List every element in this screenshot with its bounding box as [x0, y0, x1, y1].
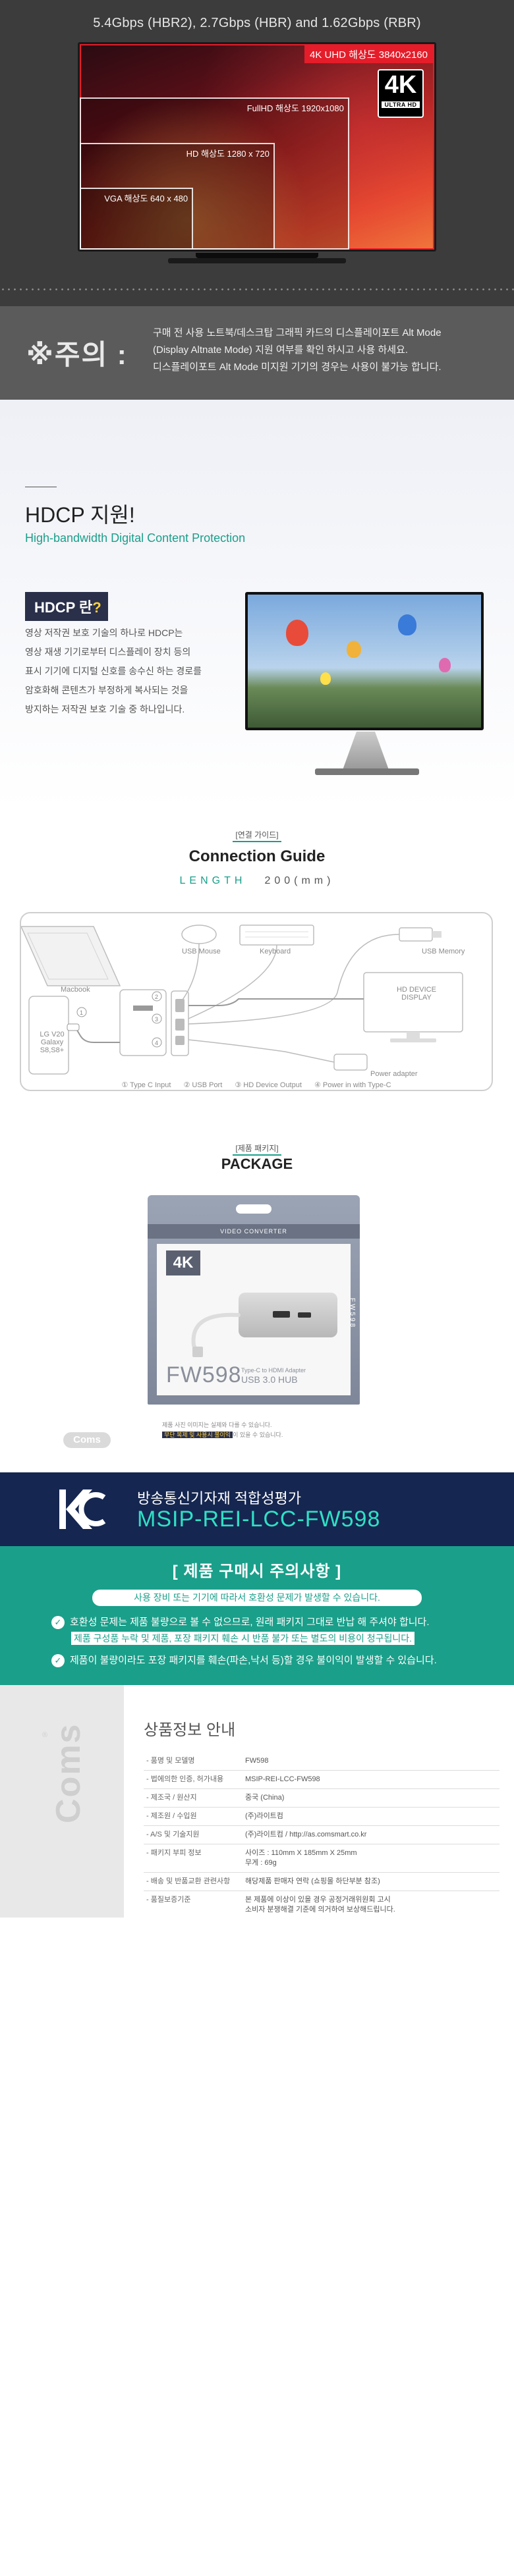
check-icon: ✓ — [51, 1654, 65, 1668]
svg-text:2: 2 — [155, 994, 158, 1000]
box-window: 4K FW598 Type-C to HDMI Adapter USB 3.0 … — [157, 1244, 351, 1395]
brand-tm: ® — [42, 1731, 48, 1739]
monitor-foot — [315, 768, 419, 775]
kc-certification-section: 방송통신기자재 적합성평가 MSIP-REI-LCC-FW598 — [0, 1472, 514, 1546]
box-4k-badge: 4K — [166, 1250, 200, 1275]
brand-vertical-logo: Coms — [49, 1723, 88, 1823]
box-model-name: FW598 — [166, 1362, 242, 1387]
hang-hole — [236, 1204, 271, 1214]
kc-mark-icon — [59, 1489, 106, 1529]
monitor-neck — [343, 732, 389, 770]
connection-illustration: 1 2 3 4 — [20, 925, 463, 1075]
balloon-shape — [398, 614, 416, 635]
purchase-notice-section: [ 제품 구매시 주의사항 ] 사용 장비 또는 기기에 따라서 호환성 문제가… — [0, 1546, 514, 1685]
box-subtitle: Type-C to HDMI Adapter — [241, 1367, 306, 1374]
label-vga: VGA 해상도 640 x 480 — [104, 194, 188, 204]
coms-logo: Coms — [63, 1432, 111, 1448]
hdcp-section: HDCP 지원! High-bandwidth Digital Content … — [0, 400, 514, 809]
label-phone: LG V20 Galaxy S8,S8+ — [40, 1031, 65, 1054]
hdcp-question-badge: HDCP 란? — [25, 592, 108, 621]
balloon-shape — [347, 641, 361, 658]
hub-device — [239, 1293, 337, 1337]
bandwidth-heading: 5.4Gbps (HBR2), 2.7Gbps (HBR) and 1.62Gb… — [93, 16, 421, 30]
resolution-section: 5.4Gbps (HBR2), 2.7Gbps (HBR) and 1.62Gb… — [0, 0, 514, 306]
box-header: VIDEO CONVERTER — [148, 1224, 360, 1239]
label-4k: 4K UHD 해상도 3840x2160 — [304, 45, 433, 63]
dotted-divider — [0, 288, 514, 290]
package-tag: [제품 패키지] — [0, 1142, 514, 1156]
hub-cable — [191, 1312, 241, 1357]
caution-text: 구매 전 사용 노트북/데스크탑 그래픽 카드의 디스플레이포트 Alt Mod… — [153, 327, 442, 373]
connection-title: Connection Guide — [188, 847, 326, 865]
connection-diagram: 1 2 3 4 USB Mouse Keyboard USB Memory Ma… — [20, 912, 493, 1091]
compat-notice-pill: 사용 장비 또는 기기에 따라서 호환성 문제가 발생할 수 있습니다. — [92, 1590, 422, 1606]
4k-ultra-hd-badge: 4K ULTRA HD — [378, 69, 424, 118]
label-usb-memory: USB Memory — [422, 948, 465, 955]
box-subtitle-2: USB 3.0 HUB — [241, 1374, 298, 1385]
label-keyboard: Keyboard — [260, 948, 291, 955]
caution-title: ※주의 : — [26, 339, 128, 370]
zone-hd: HD 해상도 1280 x 720 — [80, 142, 275, 250]
kc-title: 방송통신기자재 적합성평가 — [137, 1490, 301, 1507]
notice-row-1b: 제품 구성품 누락 및 제품, 포장 패키지 훼손 시 반품 불가 또는 별도의… — [71, 1632, 415, 1645]
hdcp-subtitle: High-bandwidth Digital Content Protectio… — [25, 531, 246, 545]
label-display: HD DEVICE DISPLAY — [397, 986, 436, 1002]
notice-row-2: ✓제품이 불량이라도 포장 패키지를 훼손(파손,낙서 등)할 경우 불이익이 … — [51, 1653, 437, 1668]
connection-legend: ① Type C Input ② USB Port ③ HD Device Ou… — [121, 1081, 391, 1089]
table-row: - A/S 및 기술지원(주)라이트컴 / http://as.comsmart… — [144, 1825, 500, 1844]
balloon-shape — [286, 620, 308, 646]
kc-cert-number: MSIP-REI-LCC-FW598 — [137, 1507, 381, 1532]
label-hd: HD 해상도 1280 x 720 — [186, 148, 270, 159]
info-title: 상품정보 안내 — [144, 1721, 236, 1739]
label-usb-mouse: USB Mouse — [182, 948, 221, 955]
hdcp-description: 영상 저작권 보호 기술의 하나로 HDCP는 영상 재생 기기로부터 디스플레… — [25, 628, 202, 714]
svg-text:3: 3 — [155, 1016, 158, 1023]
caution-section: ※주의 : 구매 전 사용 노트북/데스크탑 그래픽 카드의 디스플레이포트 A… — [0, 306, 514, 400]
label-fhd: FullHD 해상도 1920x1080 — [246, 103, 344, 114]
package-title: PACKAGE — [221, 1156, 293, 1172]
monitor-image — [245, 592, 484, 730]
box-side-text: FW598 — [349, 1298, 356, 1329]
balloon-shape — [320, 672, 331, 685]
notice-title: [ 제품 구매시 주의사항 ] — [172, 1563, 342, 1580]
label-power-adapter: Power adapter — [370, 1070, 418, 1078]
resolution-monitor: 4K UHD 해상도 3840x2160 FullHD 해상도 1920x108… — [78, 42, 436, 252]
svg-text:4: 4 — [155, 1040, 158, 1046]
hdcp-title: HDCP 지원! — [25, 503, 135, 527]
package-section: [제품 패키지] PACKAGE VIDEO CONVERTER 4K FW59… — [0, 1116, 514, 1472]
svg-text:1: 1 — [80, 1009, 83, 1016]
table-row: - 제조원 / 수입원(주)라이트컴 — [144, 1807, 500, 1826]
balloon-shape — [439, 658, 451, 672]
check-icon: ✓ — [51, 1616, 65, 1630]
product-box: VIDEO CONVERTER 4K FW598 Type-C to HDMI … — [148, 1195, 360, 1405]
monitor-stand — [196, 253, 318, 258]
notice-row-1: ✓호환성 문제는 제품 불량으로 볼 수 없으므로, 원래 패키지 그대로 반납… — [51, 1615, 430, 1630]
zone-vga: VGA 해상도 640 x 480 — [80, 188, 194, 250]
package-note: 제품 사진 이미지는 실제와 다를 수 있습니다. 무단 복제 및 사용시 불이… — [162, 1422, 283, 1438]
label-macbook: Macbook — [61, 986, 90, 994]
connection-tag: [연결 가이드] — [0, 829, 514, 842]
monitor-base — [168, 258, 346, 263]
